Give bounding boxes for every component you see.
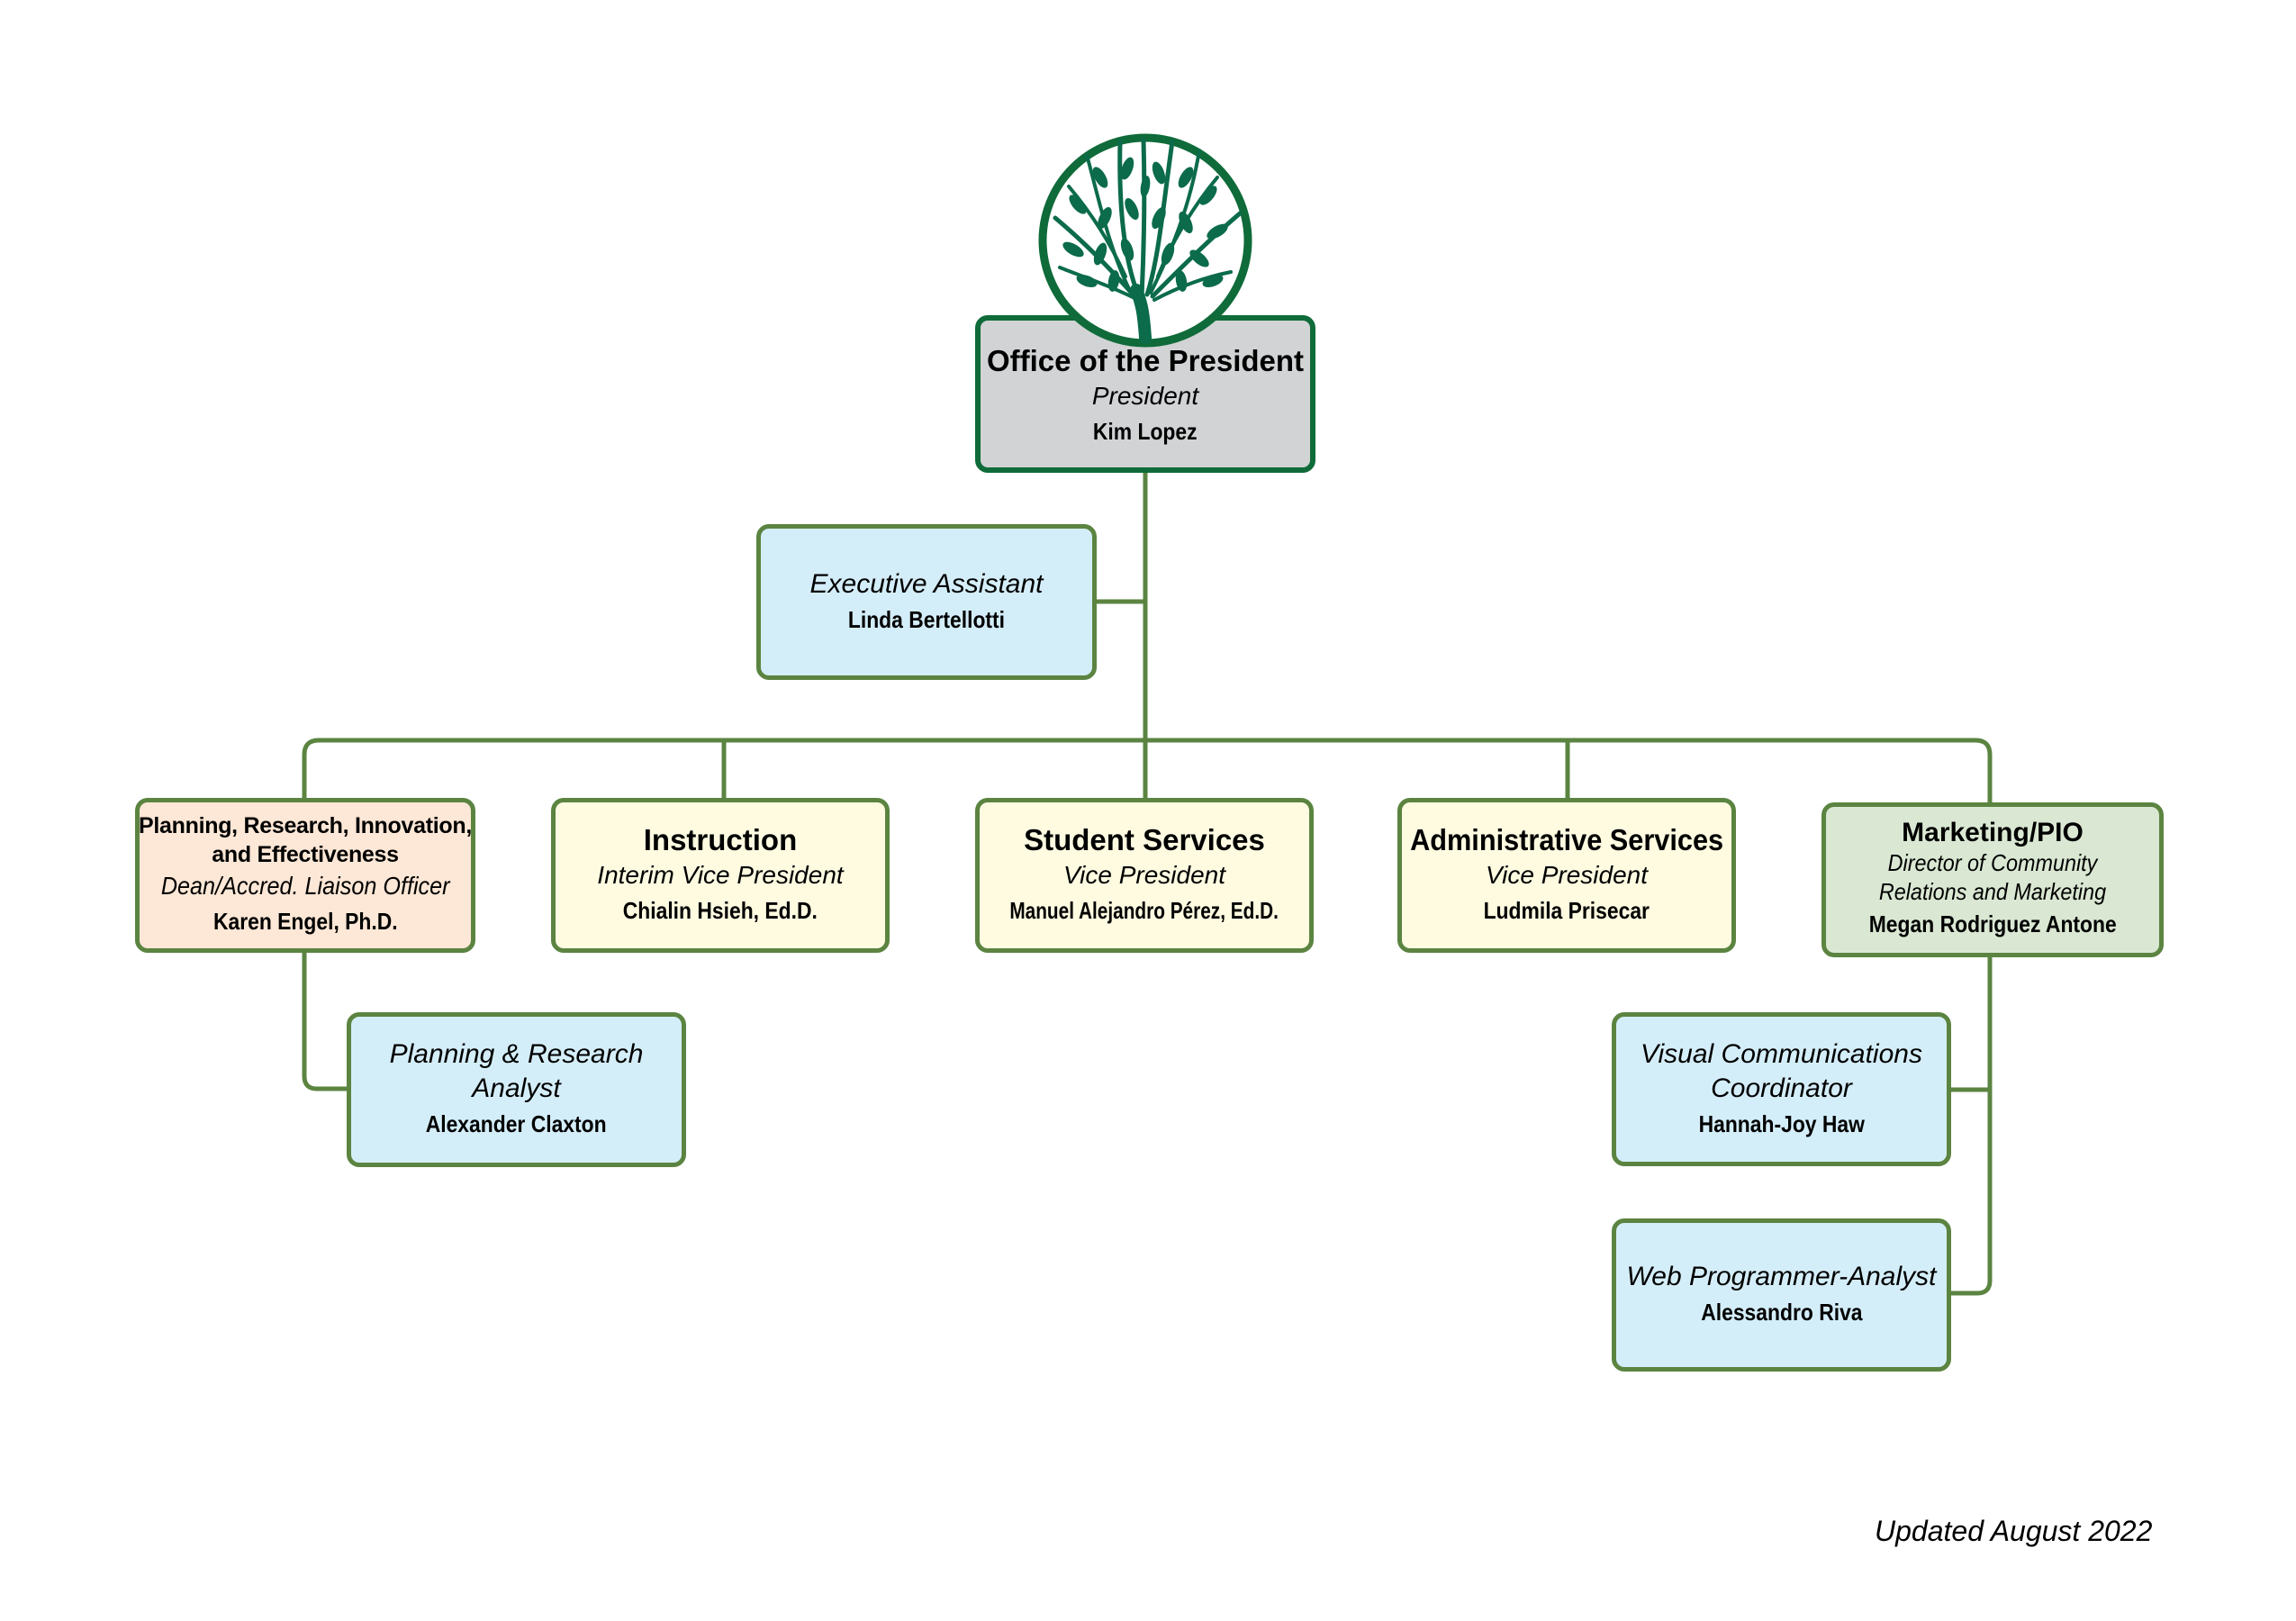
division-title: Administrative Services	[1410, 823, 1723, 856]
division-name: Manuel Alejandro Pérez, Ed.D.	[1009, 897, 1279, 924]
connector-division-bar	[302, 738, 1993, 802]
staff-role: Visual Communications Coordinator	[1641, 1038, 1922, 1103]
connector-marketing-staff	[1951, 957, 1993, 1296]
division-box-planning: Planning, Research, Innovation, and Effe…	[135, 798, 475, 953]
division-box-marketing: Marketing/PIO Director of Community Rela…	[1821, 802, 2164, 957]
staff-name: Hannah-Joy Haw	[1698, 1109, 1865, 1137]
executive-assistant-box: Executive Assistant Linda Bertellotti	[756, 524, 1097, 680]
division-name: Ludmila Prisecar	[1483, 897, 1650, 924]
division-title: Planning, Research, Innovation, and Effe…	[139, 813, 472, 867]
executive-assistant-role: Executive Assistant	[809, 568, 1044, 599]
updated-date-note: Updated August 2022	[1875, 1515, 2153, 1547]
division-name: Karen Engel, Ph.D.	[212, 908, 398, 935]
division-role: Vice President	[1485, 861, 1649, 889]
division-role: Interim Vice President	[597, 861, 844, 889]
division-title: Marketing/PIO	[1902, 818, 2084, 847]
staff-name: Alexander Claxton	[426, 1110, 607, 1137]
staff-role: Web Programmer-Analyst	[1626, 1262, 1937, 1291]
staff-role: Planning & Research Analyst	[389, 1039, 644, 1103]
division-box-student-services: Student Services Vice President Manuel A…	[975, 798, 1314, 953]
division-role: Dean/Accred. Liaison Officer	[145, 869, 466, 903]
division-name: Megan Rodriguez Antone	[1868, 910, 2117, 937]
executive-assistant-name: Linda Bertellotti	[847, 605, 1006, 633]
division-role: Vice President	[1062, 861, 1226, 889]
division-box-administrative-services: Administrative Services Vice President L…	[1397, 798, 1736, 953]
president-role: President	[1091, 382, 1199, 410]
president-name: Kim Lopez	[1093, 418, 1198, 445]
staff-box-web-programmer: Web Programmer-Analyst Alessandro Riva	[1612, 1218, 1951, 1372]
staff-name: Alessandro Riva	[1700, 1299, 1863, 1326]
division-name: Chialin Hsieh, Ed.D.	[622, 897, 818, 924]
division-box-instruction: Instruction Interim Vice President Chial…	[551, 798, 890, 953]
division-role-text: Dean/Accred. Liaison Officer	[160, 872, 450, 900]
staff-box-visual-communications: Visual Communications Coordinator Hannah…	[1612, 1012, 1951, 1166]
division-title: Instruction	[643, 823, 798, 856]
division-role: Director of Community Relations and Mark…	[1878, 849, 2107, 905]
staff-box-planning-analyst: Planning & Research Analyst Alexander Cl…	[347, 1012, 686, 1167]
tree-logo-icon	[1038, 133, 1252, 348]
connector-planning-analyst	[302, 953, 347, 1091]
president-office-title: Office of the President	[986, 344, 1305, 377]
division-title: Student Services	[1024, 823, 1265, 856]
